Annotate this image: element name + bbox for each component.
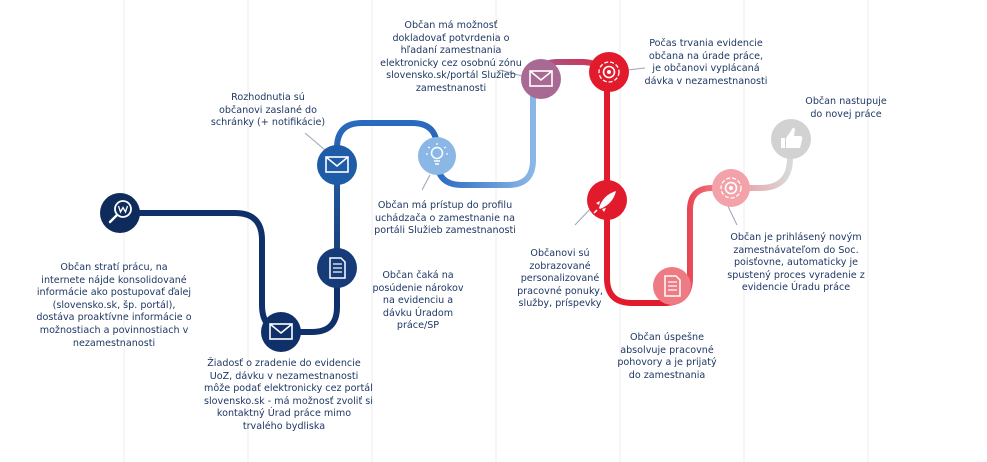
envelope-icon [269,323,293,340]
node-decision [317,145,357,185]
label-line: elektronicky cez osobnú zónu [380,57,522,69]
path-segment-red [604,75,668,306]
label-line: informácie ako postupovať ďalej [36,287,192,299]
label-line: do novej práce [810,108,882,120]
node-proof [521,59,561,99]
label-line: Občan čaká na [382,270,454,281]
label-line: na evidenciu a [382,295,454,307]
label-line: dostáva proaktívne informácie o [36,312,192,324]
label-line: personalizované [520,273,600,285]
label-line: pracovné ponuky, [517,285,603,297]
envelope-icon [529,70,553,87]
node-wait [317,248,357,288]
node-interview [653,267,691,305]
label-line: je občanovi vyplácaná [652,63,760,75]
lightbulb-icon [426,143,448,165]
label-line: slovensko.sk - má možnosť zvoliť si [204,395,373,407]
node-new-job [771,119,811,159]
node-offers [587,180,627,220]
label-line: Občan nastupuje [805,96,887,107]
node-registered [712,169,750,207]
label-line: občana na úrade práce, [648,50,764,62]
rocket-icon [593,191,616,214]
document-icon [329,257,346,279]
node-benefit [589,52,629,92]
label-line: do zamestnania [628,369,706,381]
label-line: Občan má prístup do profilu [377,200,513,211]
label-line: Rozhodnutia sú [231,92,305,103]
label-line: služby, príspevky [518,298,602,310]
label-line: Občan má možnosť [404,20,498,31]
label-line: uchádzača o zamestnanie na [375,212,515,224]
label-line: kontaktný Úrad práce mimo [216,408,352,420]
label-line: možnostiach a povinnostiach v [39,324,189,336]
label-line: spustený proces vyradenie z [727,269,865,281]
node-lose-job [100,193,140,233]
label-line: portáli Služieb zamestnanosti [374,225,516,237]
label-line: Žiadosť o zradenie do evidencie [207,358,361,369]
label-line: Občan stratí prácu, na [60,262,168,273]
document-icon [664,275,681,297]
node-profile [418,137,456,175]
label-line: nezamestnanosti [72,337,156,349]
label-line: dokladovať potvrdenia o [392,32,510,44]
label-line: Občanovi sú [530,248,590,259]
label-line: schránky (+ notifikácie) [210,117,326,129]
label-line: poisťovne, automaticky je [733,257,859,269]
label-line: zamestnanosti [415,82,487,94]
label-line: občanovi zaslané do [219,104,317,116]
label-line: slovensko.sk/portál Služieb [386,70,516,82]
magnifier-w-icon [108,200,132,224]
label-line: internete nájde konsolidované [41,274,187,286]
label-line: evidencie Úradu práce [741,282,851,294]
label-line: hľadaní zamestnania [400,45,502,57]
label-line: Občan úspešne [630,332,704,343]
label-line: môže podať elektronicky cez portál [204,383,373,395]
label-line: dávku Úradom [382,307,454,319]
label-line: Občan je prihlásený novým [730,232,862,243]
label-line: UoZ, dávku v nezamestnanosti [209,370,359,382]
label-line: zamestnávateľom do Soc. [733,244,859,256]
label-line: (slovensko.sk, šp. portál), [52,299,176,311]
gear-cycle-icon [720,177,742,199]
label-line: posúdenie nárokov [372,282,464,294]
gear-cycle-icon [598,61,620,83]
label-line: absolvuje pracovné [620,344,714,356]
label-line: trvalého bydliska [242,420,326,432]
node-apply [261,312,301,352]
envelope-icon [325,156,349,173]
label-line: zobrazované [529,260,591,272]
label-line: dávka v nezamestnanosti [644,75,768,87]
label-line: Počas trvania evidencie [649,38,763,49]
label-line: práce/SP [396,320,440,332]
pointer-lines [304,67,738,226]
thumbs-up-icon [781,127,803,148]
label-line: pohovory a je prijatý [617,357,717,369]
